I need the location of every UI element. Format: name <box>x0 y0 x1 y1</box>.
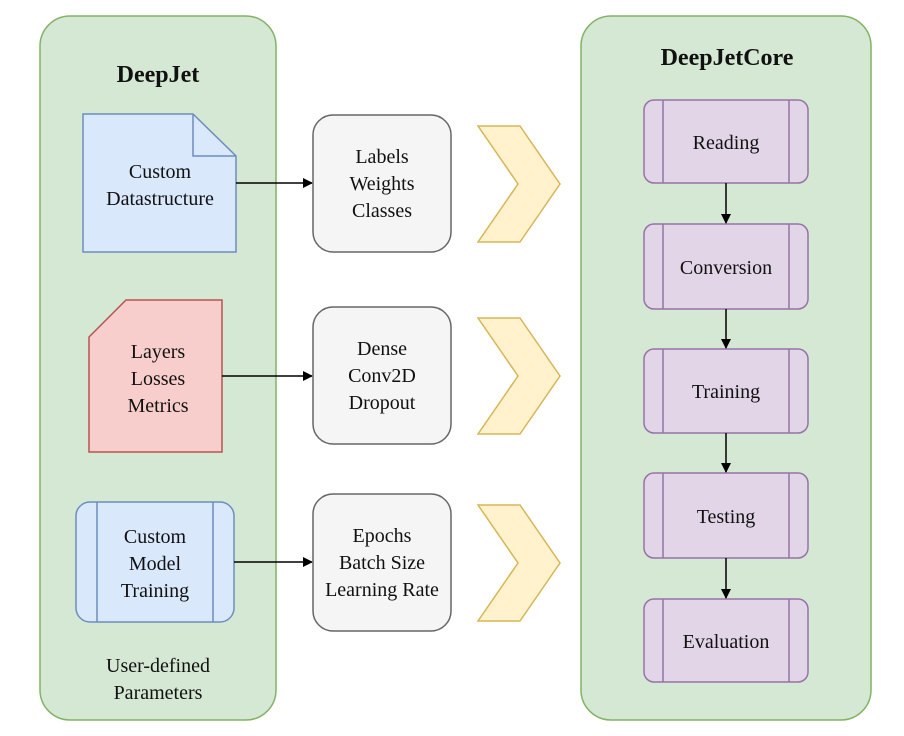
custom-model-training-label-line-2: Model <box>129 553 182 575</box>
custom-datastructure-node: Custom Datastructure <box>82 113 237 253</box>
labels-text: Labels <box>355 146 409 168</box>
custom-model-training-label-line-3: Training <box>121 580 189 602</box>
losses-label: Losses <box>131 368 186 390</box>
batch-size-text: Batch Size <box>339 552 425 574</box>
dense-text: Dense <box>357 338 407 360</box>
epochs-text: Epochs <box>353 525 412 547</box>
reading-label: Reading <box>693 132 760 154</box>
layers-label: Layers <box>131 341 186 363</box>
deepjetcore-panel-title: DeepJetCore <box>661 45 794 71</box>
step-conversion: Conversion <box>643 223 809 310</box>
document-fold <box>192 114 236 157</box>
classes-text: Classes <box>352 200 412 222</box>
custom-datastructure-label-line-2: Datastructure <box>106 188 214 210</box>
deepjet-panel-title: DeepJet <box>117 62 200 88</box>
weights-text: Weights <box>349 173 414 195</box>
user-defined-label: User-defined <box>106 655 210 677</box>
testing-label: Testing <box>697 506 756 528</box>
deepjet-panel: DeepJet Custom Datastructure Layers Loss… <box>39 15 277 721</box>
chevron-arrow-1 <box>476 125 561 243</box>
chevron-arrow-2 <box>476 317 561 435</box>
custom-model-training-label-line-1: Custom <box>124 526 187 548</box>
layers-losses-metrics-node: Layers Losses Metrics <box>88 299 223 453</box>
conv2d-text: Conv2D <box>348 365 416 387</box>
step-reading: Reading <box>643 99 809 184</box>
epochs-batch-learning-box <box>312 493 452 632</box>
deepjetcore-panel: DeepJetCore Reading Conversion Training … <box>580 15 872 721</box>
metrics-label: Metrics <box>127 395 188 417</box>
document-shape <box>82 113 237 253</box>
dense-conv2d-dropout-box <box>312 306 452 445</box>
chevron-arrow-3 <box>476 504 561 622</box>
parameter-box-training: Epochs Batch Size Learning Rate <box>312 493 452 632</box>
custom-model-training-node: Custom Model Training <box>75 501 235 623</box>
step-testing: Testing <box>643 472 809 559</box>
parameter-box-layers: Dense Conv2D Dropout <box>312 306 452 445</box>
parameters-label: Parameters <box>114 682 203 704</box>
labels-weights-classes-box <box>312 114 452 253</box>
training-label: Training <box>692 381 760 403</box>
step-evaluation: Evaluation <box>643 598 809 683</box>
parameter-box-labels: Labels Weights Classes <box>312 114 452 253</box>
custom-datastructure-label-line-1: Custom <box>129 161 192 183</box>
evaluation-label: Evaluation <box>683 631 770 653</box>
conversion-label: Conversion <box>680 257 772 279</box>
evaluation-box <box>643 598 809 683</box>
step-training: Training <box>643 348 809 434</box>
learning-rate-text: Learning Rate <box>325 579 439 601</box>
dropout-text: Dropout <box>349 392 416 414</box>
card-shape <box>88 299 223 453</box>
